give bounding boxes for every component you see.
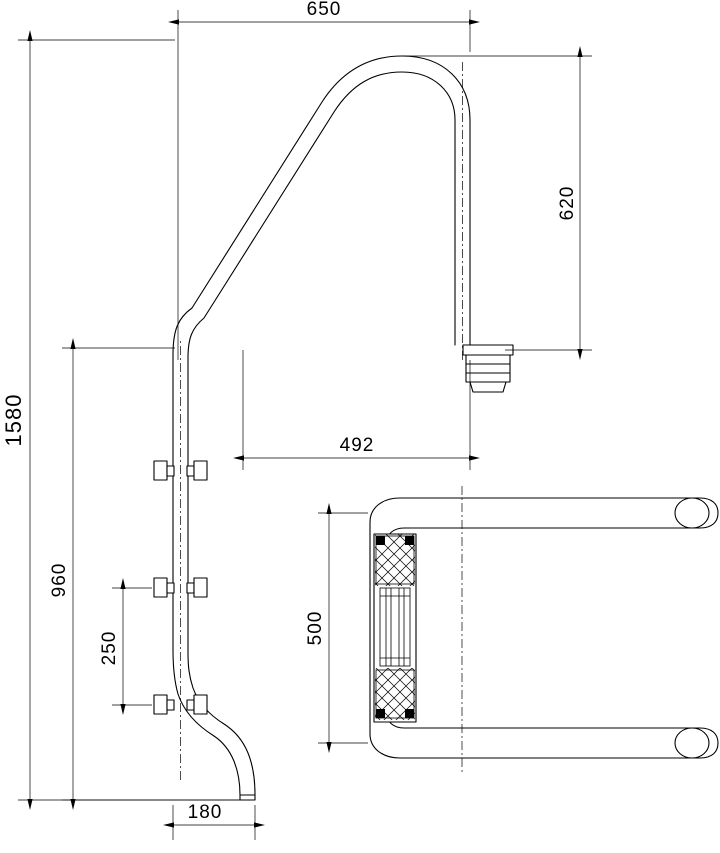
dim-label-250: 250 xyxy=(99,631,120,666)
dim-label-180: 180 xyxy=(188,802,223,823)
ladder-flange xyxy=(462,344,514,393)
dimension-650: 650 xyxy=(168,0,480,360)
tread-grip-bottom xyxy=(375,668,415,720)
ladder-side-profile xyxy=(172,55,471,801)
dim-label-620: 620 xyxy=(557,186,578,221)
dimension-250: 250 xyxy=(99,578,152,715)
ladder-step-brackets xyxy=(153,460,208,715)
dimension-500: 500 xyxy=(305,503,368,753)
dim-label-960: 960 xyxy=(49,563,70,598)
dimension-492: 492 xyxy=(233,350,480,470)
dim-label-650: 650 xyxy=(307,0,342,20)
dim-label-492: 492 xyxy=(340,435,375,456)
dim-label-500: 500 xyxy=(305,611,326,646)
dimension-960: 960 xyxy=(49,338,240,810)
ladder-plan-view xyxy=(369,486,719,772)
dim-label-1580: 1580 xyxy=(1,394,26,447)
dimension-180: 180 xyxy=(163,802,265,840)
dimension-620: 620 xyxy=(402,46,592,360)
dimension-1580: 1580 xyxy=(1,30,240,810)
